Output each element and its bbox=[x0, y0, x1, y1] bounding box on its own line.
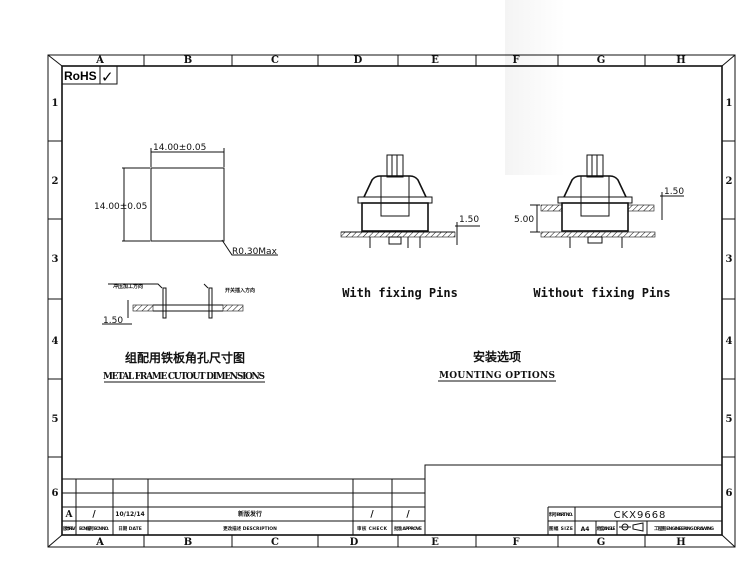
col-label: B bbox=[184, 537, 192, 548]
approve-value: / bbox=[406, 510, 410, 520]
row-label: 4 bbox=[726, 336, 733, 347]
check-icon: ✓ bbox=[101, 68, 114, 86]
plate-thickness-dimension: 1.50 bbox=[664, 187, 684, 197]
description-label: 更改描述 DESCRIPTION bbox=[223, 525, 277, 532]
width-dimension: 14.00±0.05 bbox=[153, 143, 206, 153]
row-label: 1 bbox=[52, 98, 59, 109]
row-label: 1 bbox=[726, 98, 733, 109]
size-value: A4 bbox=[581, 526, 590, 533]
rev-value: A bbox=[65, 510, 74, 520]
zone-ticks bbox=[48, 55, 735, 547]
approve-label: 批准 APPROVE bbox=[394, 525, 422, 532]
col-label: D bbox=[354, 55, 363, 66]
col-label: D bbox=[350, 537, 359, 548]
with-pins-caption: With fixing Pins bbox=[342, 286, 458, 300]
row-label: 3 bbox=[726, 254, 733, 265]
stamping-direction-label: 冲压加工方向 bbox=[113, 283, 143, 290]
row-label: 3 bbox=[52, 254, 59, 265]
col-label: C bbox=[271, 537, 279, 548]
cutout-title-en: METAL FRAME CUTOUT DIMENSIONS bbox=[103, 372, 265, 382]
row-labels: 1 2 3 4 5 6 1 2 3 4 5 6 bbox=[52, 98, 733, 499]
radius-dimension: R0.30Max bbox=[232, 247, 278, 257]
mounting-title-en: MOUNTING OPTIONS bbox=[439, 371, 555, 381]
col-label: C bbox=[271, 55, 279, 66]
plate-thickness-dimension: 1.50 bbox=[459, 215, 479, 225]
column-labels-bottom: A B C D E F G H bbox=[95, 537, 686, 548]
col-label: F bbox=[512, 537, 519, 548]
row-label: 6 bbox=[726, 488, 733, 499]
height-dimension: 14.00±0.05 bbox=[94, 202, 147, 212]
frame-corners bbox=[47, 54, 736, 548]
col-label: B bbox=[184, 55, 192, 66]
check-value: / bbox=[370, 510, 374, 520]
description-value: 新版发行 bbox=[238, 510, 262, 518]
drawing-type-label: 工程图 ENGINEERING DRAWING bbox=[654, 525, 714, 532]
col-label: F bbox=[512, 55, 519, 66]
mounting-height-dimension: 5.00 bbox=[514, 215, 534, 225]
ecn-label: ECN编号 ECN NO. bbox=[79, 525, 109, 532]
ecn-value: / bbox=[92, 510, 96, 520]
switch-without-pins: 5.00 1.50 bbox=[514, 154, 684, 248]
insertion-direction-label: 开关插入方向 bbox=[225, 287, 255, 294]
thickness-dimension: 1.50 bbox=[103, 316, 123, 326]
col-label: G bbox=[597, 537, 606, 548]
revision-values: A / 10/12/14 新版发行 / / 版本 REV. ECN编号 ECN … bbox=[63, 510, 714, 533]
switch-with-pins: 1.50 bbox=[340, 154, 480, 248]
size-label: 图幅 SIZE bbox=[549, 525, 573, 532]
angle-label: 角度 ANGLE bbox=[597, 525, 616, 532]
col-label: H bbox=[676, 537, 685, 548]
scan-shading bbox=[505, 0, 565, 175]
row-label: 5 bbox=[52, 414, 59, 425]
rohs-text: RoHS bbox=[64, 69, 97, 83]
outer-frame bbox=[47, 54, 736, 548]
date-value: 10/12/14 bbox=[115, 511, 144, 518]
col-label: H bbox=[676, 55, 685, 66]
date-label: 日期 DATE bbox=[118, 525, 142, 532]
col-label: G bbox=[597, 55, 606, 66]
projection-symbol-icon bbox=[619, 522, 644, 532]
row-label: 2 bbox=[726, 176, 733, 187]
col-label: A bbox=[95, 55, 104, 66]
col-label: E bbox=[431, 537, 439, 548]
row-label: 5 bbox=[726, 414, 733, 425]
col-label: E bbox=[431, 55, 439, 66]
rev-label: 版本 REV. bbox=[63, 525, 76, 532]
row-label: 6 bbox=[52, 488, 59, 499]
part-no-label: 料号 PART NO. bbox=[549, 511, 573, 518]
part-number: CKX9668 bbox=[614, 510, 667, 521]
revision-block bbox=[62, 464, 723, 536]
row-label: 2 bbox=[52, 176, 59, 187]
col-label: A bbox=[95, 537, 104, 548]
check-label: 审核 CHECK bbox=[357, 525, 388, 532]
mounting-title-cn: 安装选项 bbox=[473, 349, 521, 364]
without-pins-caption: Without fixing Pins bbox=[533, 286, 670, 300]
row-label: 4 bbox=[52, 336, 59, 347]
cutout-title-cn: 组配用铁板角孔尺寸图 bbox=[125, 350, 245, 365]
cutout-square bbox=[150, 167, 225, 242]
rohs-mark: RoHS ✓ bbox=[61, 65, 118, 86]
column-labels-top: A B C D E F G H bbox=[95, 55, 686, 66]
cutout-drawing: 14.00±0.05 14.00±0.05 R0.30Max 冲压加工方向 开关… bbox=[94, 143, 278, 383]
